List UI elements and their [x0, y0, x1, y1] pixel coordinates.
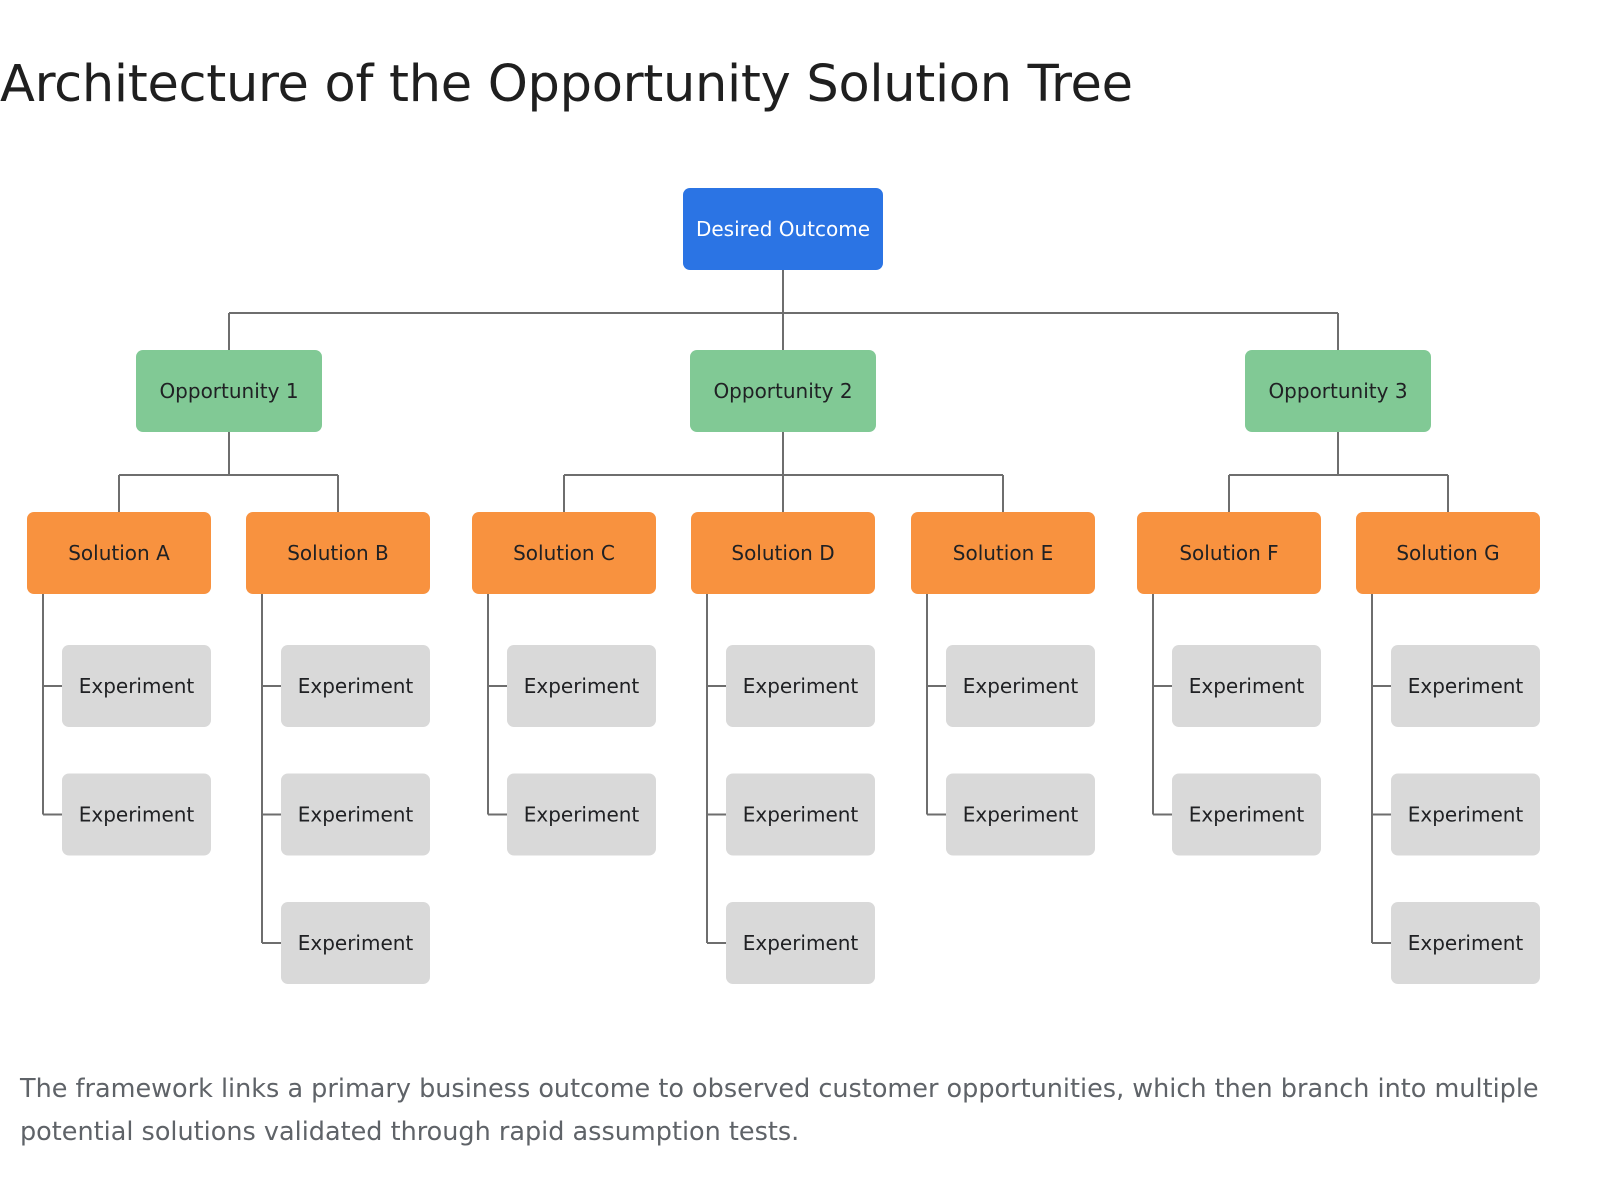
figure-caption: The framework links a primary business o… [20, 1074, 1539, 1147]
experiment-node[interactable]: Experiment [507, 773, 656, 856]
opportunity-node-box[interactable] [136, 350, 322, 432]
experiment-node-box[interactable] [1391, 902, 1540, 984]
experiment-node[interactable]: Experiment [62, 773, 211, 856]
solution-node-label: Solution D [731, 541, 834, 565]
solution-node-box[interactable] [27, 512, 211, 594]
opportunity-node-label: Opportunity 1 [159, 379, 298, 403]
experiment-node-box[interactable] [507, 645, 656, 727]
experiment-node-label: Experiment [298, 931, 414, 955]
experiment-node-box[interactable] [1172, 645, 1321, 727]
opportunity-node-label: Opportunity 3 [1268, 379, 1407, 403]
experiment-node-box[interactable] [1172, 773, 1321, 856]
solution-node-label: Solution E [953, 541, 1053, 565]
experiment-node-label: Experiment [1408, 931, 1524, 955]
desired-outcome-node-label: Desired Outcome [696, 217, 870, 241]
experiment-node-label: Experiment [524, 803, 640, 827]
experiment-node-label: Experiment [1189, 674, 1305, 698]
experiment-node[interactable]: Experiment [281, 645, 430, 727]
desired-outcome-node[interactable]: Desired Outcome [683, 188, 883, 270]
experiment-node-box[interactable] [281, 902, 430, 984]
opportunity-node[interactable]: Opportunity 3 [1245, 350, 1431, 432]
experiment-node-box[interactable] [281, 645, 430, 727]
experiment-node-label: Experiment [1189, 803, 1305, 827]
opportunity-node-box[interactable] [1245, 350, 1431, 432]
experiment-node[interactable]: Experiment [946, 645, 1095, 727]
experiment-node-label: Experiment [298, 803, 414, 827]
experiment-node[interactable]: Experiment [1172, 773, 1321, 856]
solution-node-box[interactable] [691, 512, 875, 594]
experiment-node-box[interactable] [726, 902, 875, 984]
experiment-node-label: Experiment [79, 674, 195, 698]
experiment-node-label: Experiment [963, 674, 1079, 698]
experiment-node[interactable]: Experiment [726, 902, 875, 984]
solution-node-label: Solution G [1396, 541, 1499, 565]
page-title: Architecture of the Opportunity Solution… [0, 55, 1133, 114]
experiment-node-label: Experiment [743, 803, 859, 827]
solution-node-box[interactable] [1137, 512, 1321, 594]
experiment-node-label: Experiment [298, 674, 414, 698]
solution-node-label: Solution B [287, 541, 389, 565]
desired-outcome-node-box[interactable] [683, 188, 883, 270]
solution-node-box[interactable] [1356, 512, 1540, 594]
opportunity-node[interactable]: Opportunity 2 [690, 350, 876, 432]
experiment-node-label: Experiment [963, 803, 1079, 827]
experiment-node[interactable]: Experiment [1391, 773, 1540, 856]
experiment-node-label: Experiment [1408, 674, 1524, 698]
experiment-node-box[interactable] [62, 773, 211, 856]
solution-node-label: Solution A [68, 541, 170, 565]
solution-node-label: Solution F [1179, 541, 1278, 565]
experiment-node-label: Experiment [79, 803, 195, 827]
solution-node-label: Solution C [513, 541, 615, 565]
solution-node[interactable]: Solution A [27, 512, 211, 594]
solution-node[interactable]: Solution G [1356, 512, 1540, 594]
experiment-node-box[interactable] [726, 645, 875, 727]
experiment-node[interactable]: Experiment [946, 773, 1095, 856]
experiment-node[interactable]: Experiment [1391, 902, 1540, 984]
experiment-node-label: Experiment [743, 931, 859, 955]
experiment-node-box[interactable] [1391, 645, 1540, 727]
solution-node[interactable]: Solution C [472, 512, 656, 594]
experiment-node[interactable]: Experiment [281, 902, 430, 984]
experiment-node-box[interactable] [507, 773, 656, 856]
experiment-node[interactable]: Experiment [1391, 645, 1540, 727]
opportunity-node-box[interactable] [690, 350, 876, 432]
experiment-node[interactable]: Experiment [726, 645, 875, 727]
solution-node[interactable]: Solution E [911, 512, 1095, 594]
experiment-node-label: Experiment [524, 674, 640, 698]
solution-node[interactable]: Solution F [1137, 512, 1321, 594]
experiment-node-label: Experiment [743, 674, 859, 698]
experiment-node-box[interactable] [62, 645, 211, 727]
experiment-node[interactable]: Experiment [726, 773, 875, 856]
solution-node[interactable]: Solution D [691, 512, 875, 594]
experiment-node-box[interactable] [726, 773, 875, 856]
experiment-node[interactable]: Experiment [1172, 645, 1321, 727]
experiment-node-label: Experiment [1408, 803, 1524, 827]
experiment-node-box[interactable] [281, 773, 430, 856]
experiment-node[interactable]: Experiment [281, 773, 430, 856]
solution-node-box[interactable] [246, 512, 430, 594]
experiment-node[interactable]: Experiment [62, 645, 211, 727]
experiment-node-box[interactable] [1391, 773, 1540, 856]
opportunity-node[interactable]: Opportunity 1 [136, 350, 322, 432]
solution-node[interactable]: Solution B [246, 512, 430, 594]
experiment-node-box[interactable] [946, 773, 1095, 856]
experiment-node-box[interactable] [946, 645, 1095, 727]
opportunity-node-label: Opportunity 2 [713, 379, 852, 403]
experiment-node[interactable]: Experiment [507, 645, 656, 727]
solution-node-box[interactable] [472, 512, 656, 594]
solution-node-box[interactable] [911, 512, 1095, 594]
